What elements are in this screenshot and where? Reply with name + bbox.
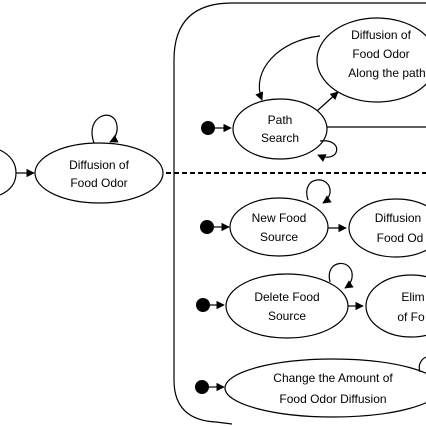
transition-path-search-to-along-path bbox=[316, 91, 339, 112]
transition-along-path-to-path-search bbox=[255, 35, 321, 101]
state-path-search-line2: Search bbox=[261, 131, 299, 145]
state-along-path-line1: Diffusion of bbox=[351, 28, 411, 42]
state-path-search-line1: Path bbox=[268, 113, 293, 127]
state-delete-food-line2: Source bbox=[268, 309, 306, 323]
state-eliminate-line1: Elim bbox=[401, 290, 424, 304]
state-delete-food-source bbox=[225, 273, 349, 339]
self-loop-path-search bbox=[317, 140, 338, 162]
state-change-amount bbox=[224, 358, 426, 418]
state-diffusion-along-path bbox=[316, 17, 426, 103]
self-loop-change-amount bbox=[418, 356, 426, 373]
state-diffusion-partial-line2: Food Od bbox=[377, 231, 424, 245]
state-change-amount-line1: Change the Amount of bbox=[273, 371, 393, 385]
self-loop-new-food bbox=[306, 179, 332, 204]
state-new-food-source bbox=[229, 197, 329, 257]
state-diffusion-partial-line1: Diffusion bbox=[375, 211, 421, 225]
self-loop-diffusion bbox=[91, 114, 119, 144]
state-partial-left bbox=[0, 149, 17, 196]
state-eliminate-line2: of Fo bbox=[397, 310, 425, 324]
state-diffusion-of-food-odor bbox=[34, 142, 164, 204]
state-new-food-line2: Source bbox=[260, 230, 298, 244]
composite-state-border bbox=[173, 2, 426, 425]
initial-pseudostate-4 bbox=[195, 380, 209, 394]
initial-pseudostate-2 bbox=[200, 220, 214, 234]
state-along-path-line2: Food Odor bbox=[352, 47, 409, 61]
self-loop-delete-food bbox=[328, 262, 354, 289]
state-new-food-line1: New Food bbox=[252, 211, 307, 225]
state-change-amount-line2: Food Odor Diffusion bbox=[279, 392, 386, 406]
initial-pseudostate-3 bbox=[196, 298, 210, 312]
initial-pseudostate-1 bbox=[201, 121, 215, 135]
state-delete-food-line1: Delete Food bbox=[254, 290, 319, 304]
state-diffusion-partial bbox=[348, 198, 426, 258]
state-along-path-line3: Along the path bbox=[348, 66, 425, 80]
state-path-search bbox=[232, 98, 328, 160]
state-diffusion-label-line1: Diffusion of bbox=[69, 158, 129, 172]
state-diffusion-label-line2: Food Odor bbox=[70, 176, 127, 190]
state-eliminate-partial bbox=[365, 274, 426, 338]
